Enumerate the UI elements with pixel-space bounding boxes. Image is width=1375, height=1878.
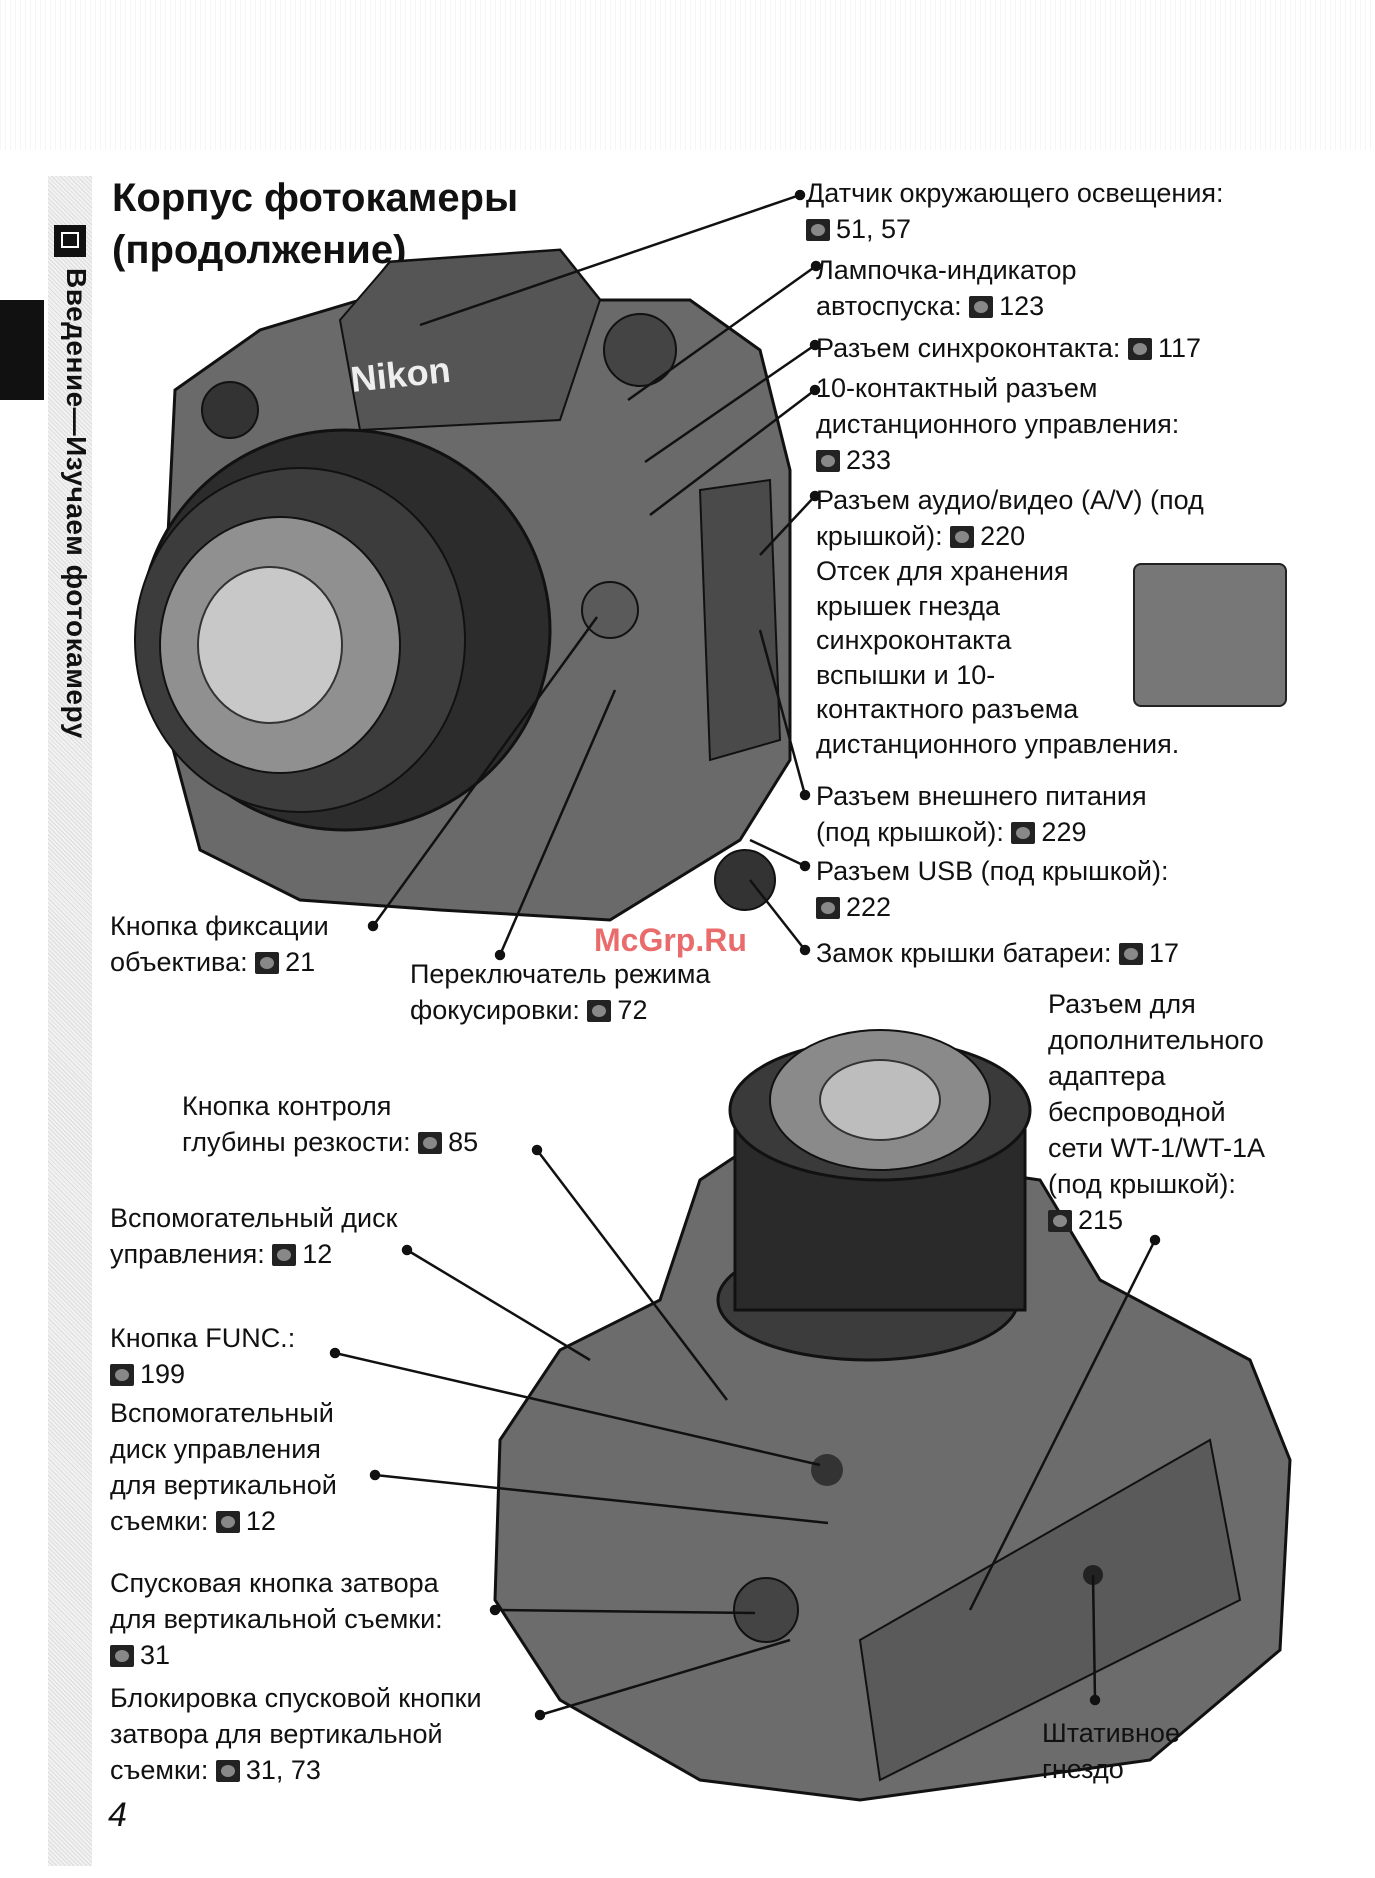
reference-icon (418, 1132, 443, 1154)
bottom-camera (493, 1029, 1292, 1802)
label-focus-mode: Переключатель режима фокусировки: 72 (410, 959, 711, 1025)
label-vertical-sub-dial: Вспомогательный диск управления для верт… (110, 1398, 337, 1536)
label-sync-terminal: Разъем синхроконтакта: 117 (816, 333, 1201, 363)
reference-icon (806, 219, 830, 241)
side-tab-marker (0, 300, 44, 400)
reference-icon (816, 897, 840, 919)
label-cover-storage: Отсек для хранения крышек гнезда синхрок… (816, 556, 1180, 759)
label-dof-preview: Кнопка контроля глубины резкости: 85 (182, 1091, 479, 1157)
page-title-line1: Корпус фотокамеры (112, 176, 519, 220)
side-tab-strip (48, 176, 92, 1866)
label-lens-release: Кнопка фиксации объектива: 21 (110, 911, 329, 977)
reference-icon (1011, 822, 1036, 844)
cover-storage-inset-image (1133, 563, 1287, 707)
label-usb: Разъем USB (под крышкой): 222 (816, 856, 1169, 922)
reference-icon (1127, 338, 1152, 360)
reference-icon (587, 1000, 612, 1022)
reference-icon (1119, 943, 1143, 965)
page-title-line2: (продолжение) (112, 228, 407, 272)
page-title: Корпус фотокамеры (продолжение) (112, 172, 518, 276)
reference-icon (215, 1511, 240, 1533)
reference-icon (1048, 1210, 1072, 1232)
label-ambient-sensor: Датчик окружающего освещения: 51, 57 (806, 178, 1224, 244)
label-self-timer-lamp: Лампочка-индикатор автоспуска: 123 (816, 255, 1077, 321)
watermark: McGrp.Ru (594, 922, 747, 958)
label-wt-connector: Разъем для дополнительного адаптера бесп… (1048, 989, 1266, 1235)
label-av-connector: Разъем аудио/видео (A/V) (под крышкой): … (816, 485, 1204, 551)
reference-icon (816, 450, 840, 472)
label-tripod-socket: Штативное гнездо (1042, 1718, 1180, 1784)
reference-icon (950, 526, 975, 548)
reference-icon (272, 1244, 297, 1266)
reference-icon (969, 296, 994, 318)
section-camera-icon (54, 225, 86, 257)
reference-icon (110, 1645, 134, 1667)
page-number: 4 (108, 1796, 127, 1834)
label-battery-latch: Замок крышки батареи: 17 (816, 938, 1180, 968)
label-vertical-lock: Блокировка спусковой кнопки затвора для … (110, 1683, 482, 1785)
label-sub-dial: Вспомогательный диск управления: 12 (110, 1203, 398, 1269)
scan-noise (0, 0, 1375, 150)
reference-icon (255, 952, 280, 974)
label-func-button: Кнопка FUNC.: 199 (110, 1323, 296, 1389)
label-vertical-shutter: Спусковая кнопка затвора для вертикально… (110, 1568, 443, 1670)
label-dc-in: Разъем внешнего питания (под крышкой): 2… (816, 781, 1147, 847)
reference-icon (215, 1760, 240, 1782)
reference-icon (110, 1364, 134, 1386)
front-camera: Nikon (134, 248, 792, 922)
label-remote-terminal: 10-контактный разъем дистанционного упра… (816, 373, 1180, 475)
